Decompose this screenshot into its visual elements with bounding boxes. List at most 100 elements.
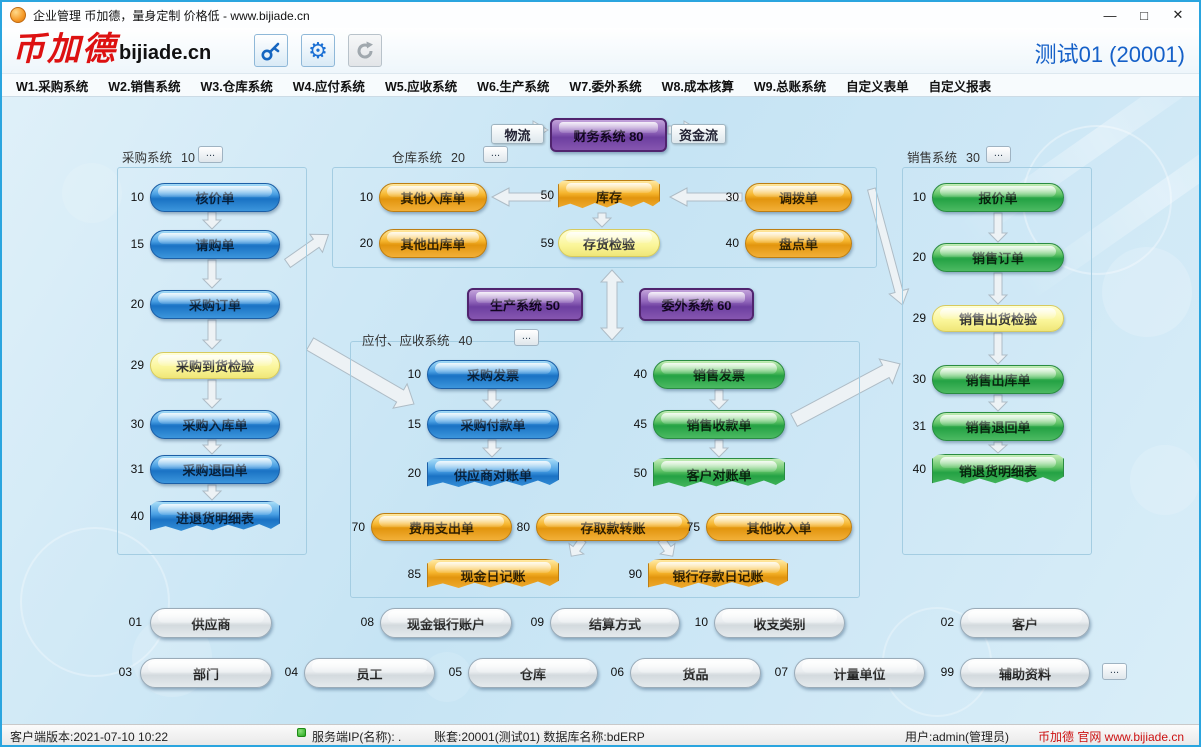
minimize-button[interactable]: — <box>1103 7 1117 23</box>
app-icon <box>10 7 26 23</box>
purchase-item-1[interactable]: 请购单 <box>150 230 280 259</box>
refresh-icon <box>357 41 373 58</box>
apar-item-0[interactable]: 采购发票 <box>427 360 559 389</box>
base-item-cash-accounts[interactable]: 现金银行账户 <box>380 608 512 638</box>
warehouse-more-button[interactable]: ... <box>483 146 508 163</box>
flow-num: 99 <box>940 665 954 679</box>
base-item-customer[interactable]: 客户 <box>960 608 1090 638</box>
menu-sales[interactable]: W2.销售系统 <box>108 79 181 94</box>
apar-more-button[interactable]: ... <box>514 329 539 346</box>
flow-num: 80 <box>516 520 530 534</box>
finance-system-button[interactable]: 财务系统 80 <box>550 118 667 152</box>
warehouse-item-5[interactable]: 盘点单 <box>745 229 852 258</box>
refresh-button[interactable] <box>348 34 382 67</box>
apar-item-8[interactable]: 其他收入单 <box>706 513 852 541</box>
menu-costing[interactable]: W8.成本核算 <box>661 79 734 94</box>
warehouse-panel <box>332 167 877 268</box>
flow-num: 09 <box>530 615 544 629</box>
menu-warehouse[interactable]: W3.仓库系统 <box>200 79 273 94</box>
production-system-button[interactable]: 生产系统 50 <box>467 288 583 321</box>
warehouse-item-0[interactable]: 其他入库单 <box>379 183 487 212</box>
menu-ap[interactable]: W4.应付系统 <box>292 79 365 94</box>
apar-item-1[interactable]: 销售发票 <box>653 360 785 389</box>
login-key-button[interactable] <box>254 34 288 67</box>
close-button[interactable]: ✕ <box>1172 7 1184 22</box>
base-item-supplier[interactable]: 供应商 <box>150 608 272 638</box>
base-item-settlement[interactable]: 结算方式 <box>550 608 680 638</box>
header: 币加德 bijiade.cn ⚙ 测试01 (20001) <box>2 28 1199 74</box>
base-item-aux-data[interactable]: 辅助资料 <box>960 658 1090 688</box>
outsourcing-system-button[interactable]: 委外系统 60 <box>639 288 754 321</box>
base-item-employee[interactable]: 员工 <box>304 658 435 688</box>
status-user: 用户:admin(管理员) <box>905 730 1010 744</box>
flow-num: 03 <box>118 665 132 679</box>
warehouse-item-4[interactable]: 调拨单 <box>745 183 852 212</box>
apar-item-6[interactable]: 费用支出单 <box>371 513 512 541</box>
flow-num: 29 <box>130 358 144 372</box>
purchase-item-5[interactable]: 采购退回单 <box>150 455 280 484</box>
menu-custom-reports[interactable]: 自定义报表 <box>928 79 992 94</box>
purchase-item-4[interactable]: 采购入库单 <box>150 410 280 439</box>
sales-item-4[interactable]: 销售退回单 <box>932 412 1064 441</box>
purchase-item-0[interactable]: 核价单 <box>150 183 280 212</box>
menu-purchase[interactable]: W1.采购系统 <box>16 79 89 94</box>
status-account-db: 账套:20001(测试01) 数据库名称:bdERP <box>434 730 645 744</box>
flow-num: 31 <box>130 462 144 476</box>
cashflow-label: 资金流 <box>671 124 726 144</box>
settings-button[interactable]: ⚙ <box>301 34 335 67</box>
sales-title-text: 销售系统 <box>907 151 958 165</box>
flow-arrows-layer <box>201 120 1009 557</box>
sales-item-5[interactable]: 销退货明细表 <box>932 454 1064 484</box>
sales-more-button[interactable]: ... <box>986 146 1011 163</box>
menu-custom-forms[interactable]: 自定义表单 <box>846 79 909 94</box>
warehouse-item-1[interactable]: 其他出库单 <box>379 229 487 258</box>
status-site-link[interactable]: 币加德 官网 www.bijiade.cn <box>1038 730 1185 744</box>
base-item-income-type[interactable]: 收支类别 <box>714 608 845 638</box>
purchase-item-3[interactable]: 采购到货检验 <box>150 352 280 379</box>
purchase-item-2[interactable]: 采购订单 <box>150 290 280 319</box>
menu-production[interactable]: W6.生产系统 <box>477 79 550 94</box>
flow-num: 30 <box>725 190 739 204</box>
apar-item-3[interactable]: 销售收款单 <box>653 410 785 439</box>
maximize-button[interactable]: □ <box>1140 7 1148 23</box>
base-item-goods[interactable]: 货品 <box>630 658 761 688</box>
apar-panel <box>350 341 860 598</box>
gear-icon: ⚙ <box>308 37 328 63</box>
base-item-warehouse[interactable]: 仓库 <box>468 658 598 688</box>
sales-item-3[interactable]: 销售出库单 <box>932 365 1064 394</box>
purchase-more-button[interactable]: ... <box>198 146 223 163</box>
flow-num: 90 <box>628 567 642 581</box>
sales-item-2[interactable]: 销售出货检验 <box>932 305 1064 332</box>
warehouse-item-3[interactable]: 存货检验 <box>558 229 660 257</box>
base-item-unit[interactable]: 计量单位 <box>794 658 925 688</box>
toolbar: ⚙ <box>254 34 382 67</box>
menu-ledger[interactable]: W9.总账系统 <box>753 79 827 94</box>
base-item-department[interactable]: 部门 <box>140 658 272 688</box>
menubar: W1.采购系统 W2.销售系统 W3.仓库系统 W4.应付系统 W5.应收系统 … <box>2 74 1199 97</box>
menu-outsourcing[interactable]: W7.委外系统 <box>569 79 642 94</box>
menu-ar[interactable]: W5.应收系统 <box>384 79 458 94</box>
flow-num: 20 <box>359 236 373 250</box>
key-icon <box>261 42 280 60</box>
flow-num: 10 <box>130 190 144 204</box>
base-more-button[interactable]: ... <box>1102 663 1127 680</box>
flow-num: 10 <box>694 615 708 629</box>
sales-item-0[interactable]: 报价单 <box>932 183 1064 212</box>
apar-item-5[interactable]: 客户对账单 <box>653 458 785 488</box>
status-server-ip: 服务端IP(名称): . <box>312 730 402 744</box>
flow-num: 20 <box>912 250 926 264</box>
server-status-icon <box>297 728 306 737</box>
purchase-panel <box>117 167 307 555</box>
sales-item-1[interactable]: 销售订单 <box>932 243 1064 272</box>
flow-num: 20 <box>407 466 421 480</box>
apar-item-7[interactable]: 存取款转账 <box>536 513 690 541</box>
flow-num: 75 <box>686 520 700 534</box>
apar-code: 40 <box>458 334 473 348</box>
purchase-code: 10 <box>181 151 195 165</box>
apar-item-2[interactable]: 采购付款单 <box>427 410 559 439</box>
